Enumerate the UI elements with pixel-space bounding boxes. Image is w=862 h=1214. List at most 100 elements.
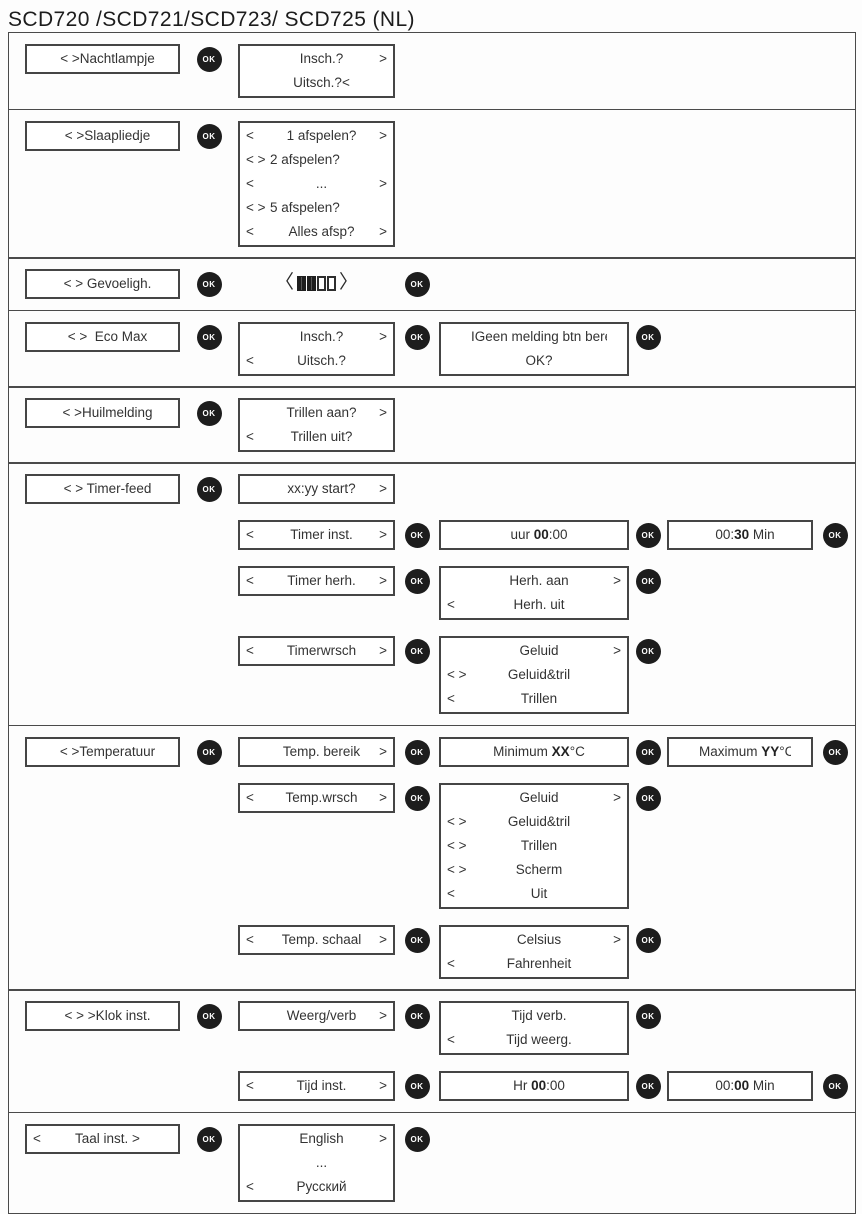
screen-line: Insch.?>: [299, 51, 387, 67]
screen-taal-options: English>... <Русский: [238, 1123, 395, 1202]
ok-button: OK: [404, 1004, 430, 1030]
screen-line: <Trillen: [447, 691, 558, 707]
ok-button: OK: [404, 1074, 430, 1100]
screen-timer-min: 00:30 Min: [667, 520, 813, 551]
screen-line: <Timerwrsch>: [246, 643, 387, 659]
screen-line: English>: [299, 1130, 387, 1146]
screen-line: Geluid>: [519, 643, 621, 659]
screen-huilmelding-options: Trillen aan?> <Trillen uit?: [238, 398, 395, 453]
screen-line: < >Temperatuur: [59, 743, 156, 759]
menu-klok-inst: < > >Klok inst.: [25, 1001, 180, 1032]
label-temp-schaal: <Temp. schaal>: [238, 924, 395, 955]
flow-row: < > Gevoeligh.OK〈〉OK: [9, 269, 855, 300]
ok-button: OK: [196, 1004, 222, 1030]
screen-line: Uitsch.?<: [293, 75, 350, 91]
label-temp-wrsch: <Temp.wrsch>: [238, 782, 395, 813]
screen-line: Geluid>: [519, 789, 621, 805]
ok-button: OK: [635, 523, 661, 549]
screen-slaapliedje-options: <1 afspelen?>< >2 afspelen?<...>< >5 afs…: [238, 120, 395, 247]
section-nachtlampje: < >Nachtlampje OK Insch.?> Uitsch.?<: [8, 32, 856, 111]
screen-line: Minimum XX°C: [493, 743, 585, 759]
ok-button: OK: [196, 477, 222, 503]
ok-button: OK: [196, 739, 222, 765]
screen-line: 00:00 Min: [715, 1078, 775, 1094]
ok-button: OK: [404, 739, 430, 765]
screen-timer-herh-options: Herh. aan> <Herh. uit: [439, 566, 629, 621]
screen-line: < > >Klok inst.: [64, 1008, 151, 1024]
screen-line: <Tijd weerg.: [447, 1032, 572, 1048]
ok-button: OK: [196, 1126, 222, 1152]
ok-button: OK: [196, 272, 222, 298]
ok-button: OK: [635, 1074, 661, 1100]
screen-line: < >2 afspelen?: [246, 151, 340, 167]
menu-slaapliedje: < >Slaapliedje: [25, 120, 180, 151]
screen-line: <Uit: [447, 885, 548, 901]
ok-button: OK: [404, 324, 430, 350]
screen-line: < >Trillen: [447, 837, 558, 853]
label-timer-herh: <Timer herh.>: [238, 566, 395, 597]
ok-button: OK: [635, 739, 661, 765]
screen-line: <Herh. uit: [447, 597, 565, 613]
ok-button: OK: [404, 569, 430, 595]
menu-huilmelding: < >Huilmelding: [25, 398, 180, 429]
menu-gevoeligheid: < > Gevoeligh.: [25, 269, 180, 300]
screen-weerg-verb: Weerg/verb>: [238, 1001, 395, 1032]
screen-line: <Trillen uit?: [246, 429, 353, 445]
screen-line: < >Slaapliedje: [64, 127, 151, 143]
screen-line: < > Timer-feed: [63, 481, 152, 497]
ok-button: OK: [635, 927, 661, 953]
screen-line: <Taal inst. >: [33, 1130, 140, 1146]
screen-line: <Fahrenheit: [447, 955, 572, 971]
ok-button: OK: [635, 569, 661, 595]
section-gevoeligheid: < > Gevoeligh.OK〈〉OK: [8, 257, 856, 312]
screen-line: Herh. aan>: [509, 573, 621, 589]
screen-line: < >Nachtlampje: [60, 51, 155, 67]
menu-temperatuur: < >Temperatuur: [25, 736, 180, 767]
screen-timer-start: xx:yy start?>: [238, 474, 395, 505]
flow-row: < > Timer-feed OK xx:yy start?>: [9, 474, 855, 505]
screen-line: Trillen aan?>: [286, 405, 387, 421]
screen-line: < > Eco Max: [67, 328, 148, 344]
ok-button: OK: [404, 639, 430, 665]
ok-button: OK: [822, 1074, 848, 1100]
screen-tijd-min: 00:00 Min: [667, 1071, 813, 1102]
screen-klok-options: Tijd verb.<Tijd weerg.: [439, 1001, 629, 1056]
page-title: SCD720 /SCD721/SCD723/ SCD725 (NL): [8, 8, 415, 31]
menu-nachtlampje: < >Nachtlampje: [25, 44, 180, 75]
ok-button: OK: [404, 523, 430, 549]
screen-line: Hr 00:00: [513, 1078, 565, 1094]
ok-button: OK: [822, 739, 848, 765]
screen-line: Weerg/verb>: [286, 1008, 387, 1024]
screen-temp-maximum: Maximum YY°C: [667, 736, 813, 767]
menu-timer-feed: < > Timer-feed: [25, 474, 180, 505]
screen-line: <Русский: [246, 1178, 347, 1194]
screen-line: <Temp. schaal>: [246, 931, 387, 947]
screen-nachtlampje-options: Insch.?> Uitsch.?<: [238, 44, 395, 99]
menu-taal-inst: <Taal inst. >: [25, 1123, 180, 1154]
screen-line: < >Huilmelding: [62, 405, 153, 421]
screen-line: <Temp.wrsch>: [246, 789, 387, 805]
ok-button: OK: [822, 523, 848, 549]
screen-line: ...: [315, 1154, 328, 1170]
flow-row: <Timer herh.> OK Herh. aan> <Herh. uit OK: [9, 566, 855, 621]
screen-tijd-hr: Hr 00:00: [439, 1071, 629, 1102]
ok-button: OK: [635, 1004, 661, 1030]
screen-temp-minimum: Minimum XX°C: [439, 736, 629, 767]
label-tijd-inst: <Tijd inst.>: [238, 1071, 395, 1102]
ok-button: OK: [196, 324, 222, 350]
screen-line: <Tijd inst.>: [246, 1078, 387, 1094]
ok-button: OK: [196, 47, 222, 73]
